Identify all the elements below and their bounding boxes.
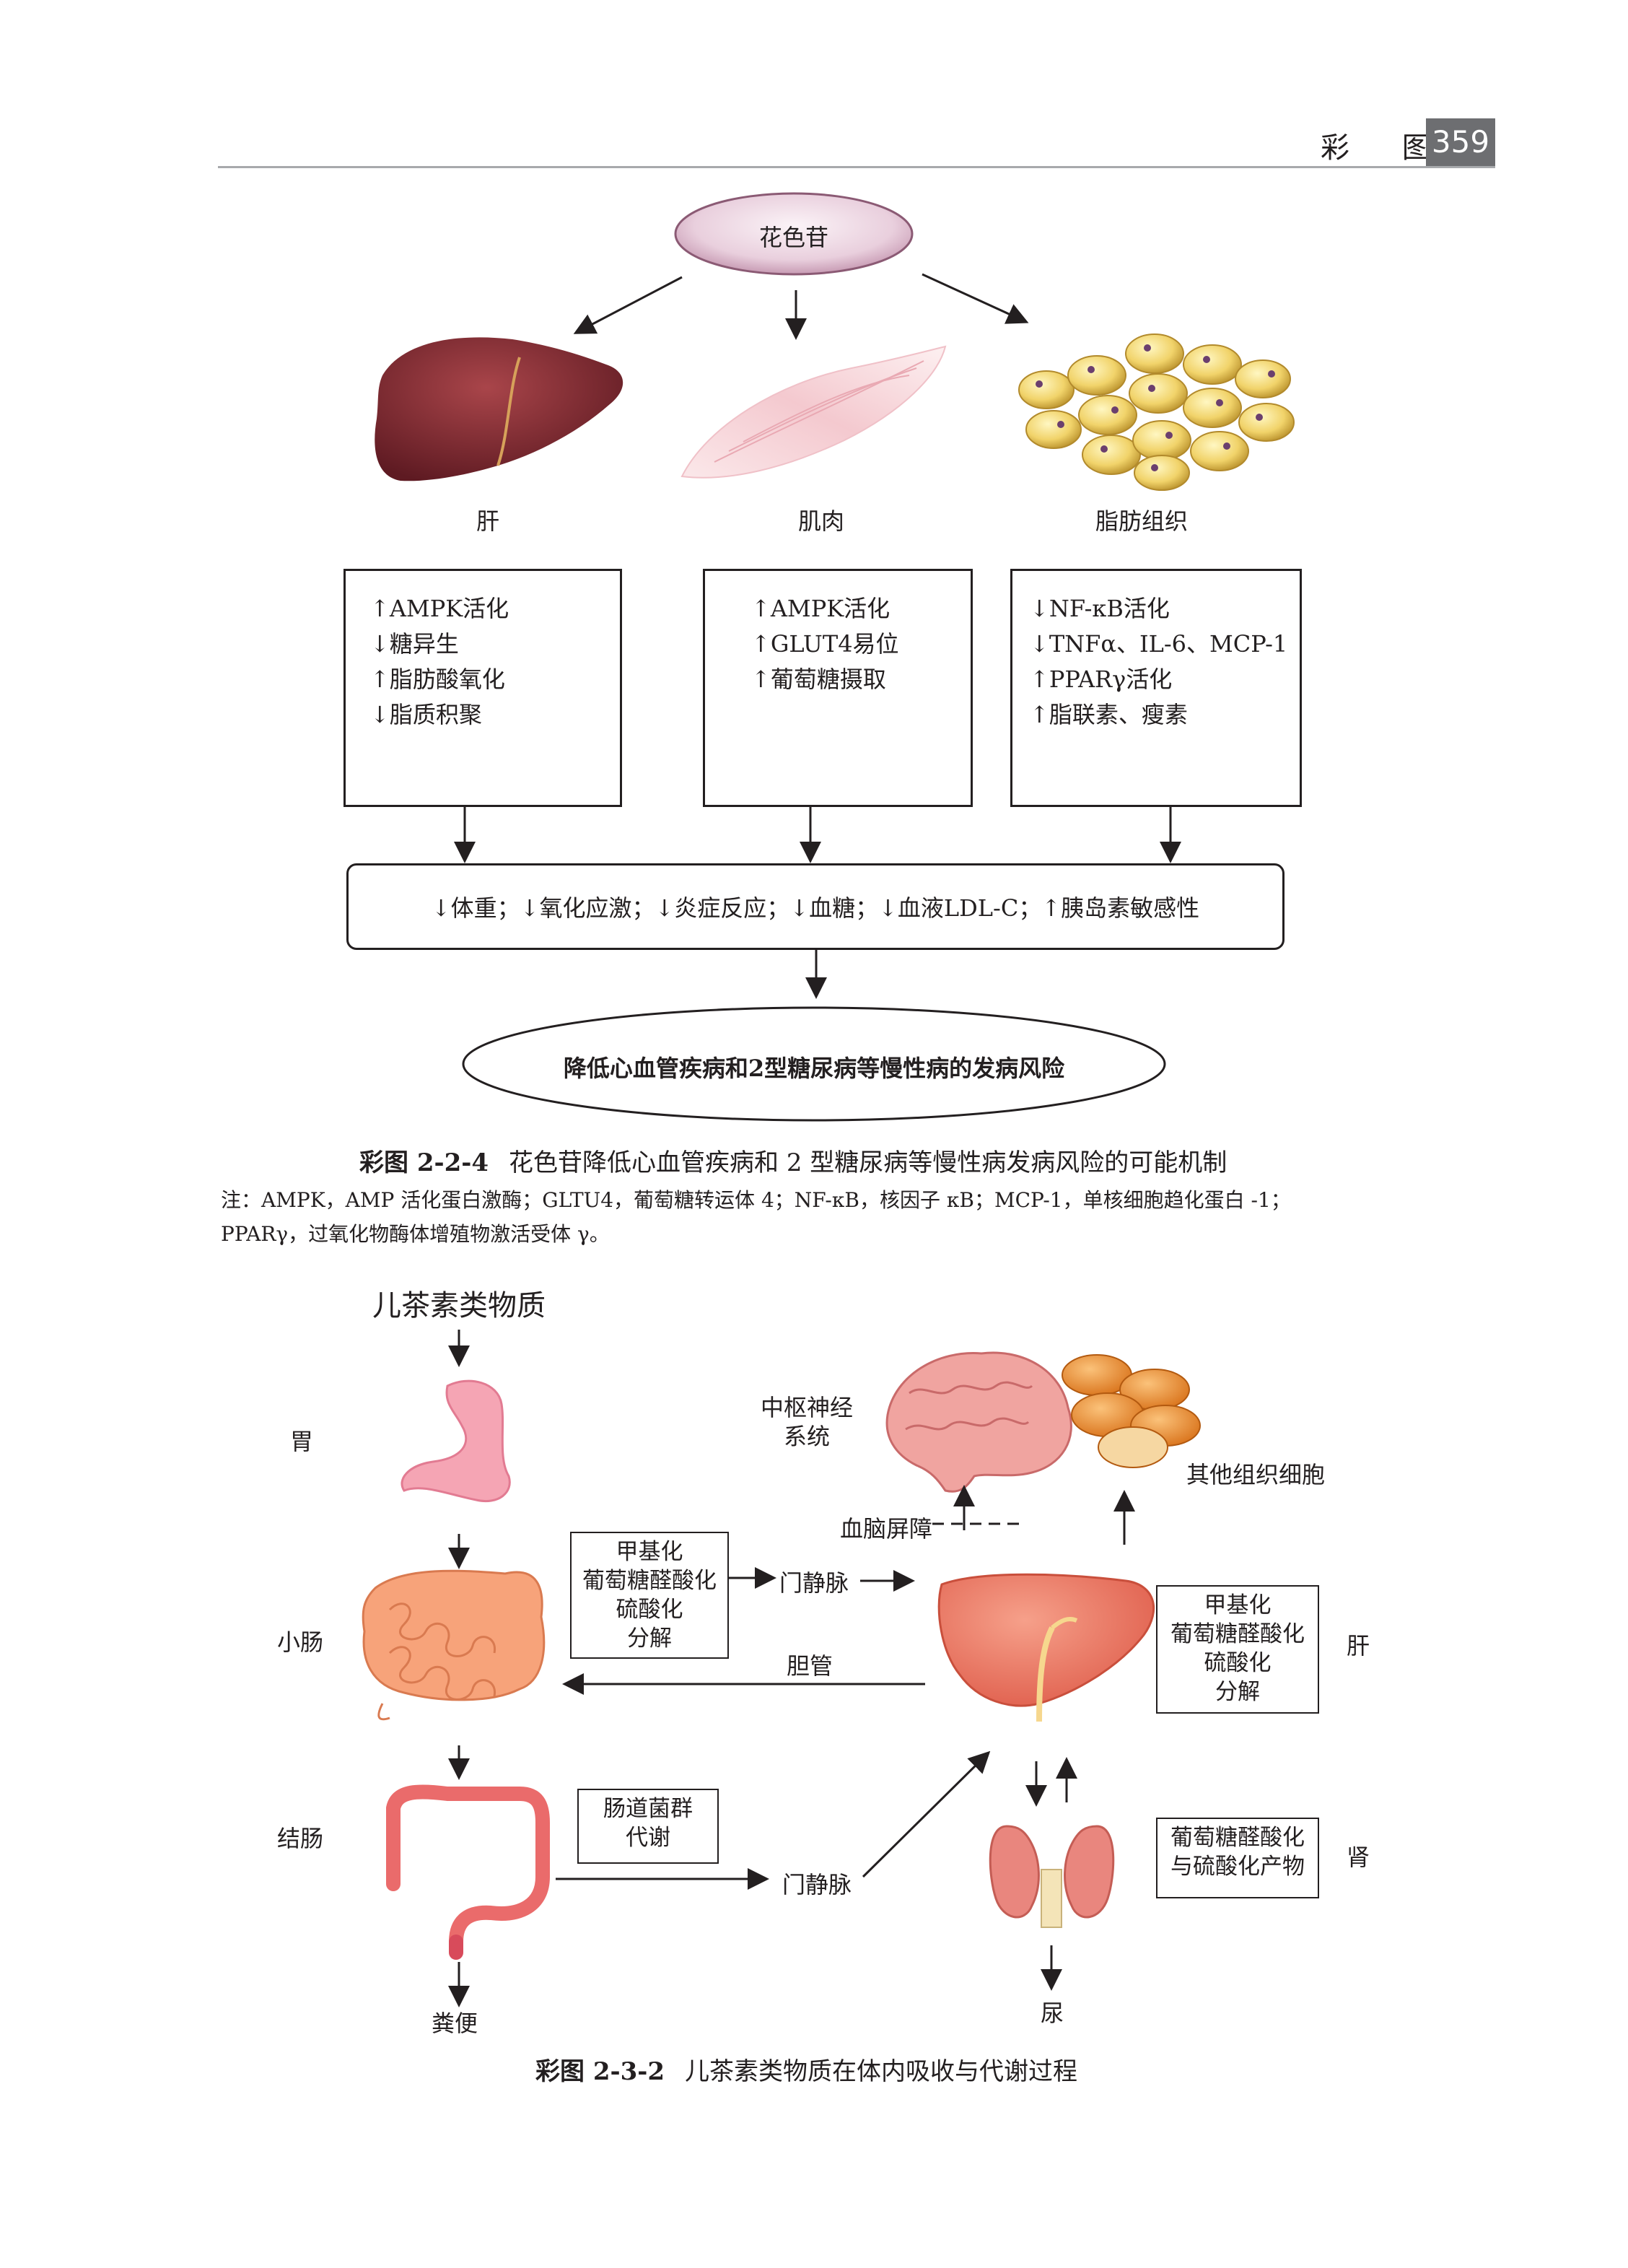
kidney-image xyxy=(990,1826,1113,1927)
label-feces: 粪便 xyxy=(432,2005,478,2038)
intestine-metabolism-line: 葡萄糖醛酸化 xyxy=(572,1566,727,1595)
kidney-products-line: 与硫酸化产物 xyxy=(1157,1852,1318,1881)
liver-image xyxy=(375,337,623,481)
liver-mechanism-line: ↑AMPK活化 xyxy=(370,591,620,627)
gut-flora-box: 肠道菌群 代谢 xyxy=(577,1789,719,1864)
liver-metabolism-line: 分解 xyxy=(1157,1678,1318,1706)
label-kidney: 肾 xyxy=(1347,1839,1370,1872)
liver-mechanism-line: ↑脂肪酸氧化 xyxy=(370,662,620,697)
label-bbb: 血脑屏障 xyxy=(840,1511,932,1544)
label-urine: 尿 xyxy=(1041,1995,1064,2028)
adipose-mechanism-box: ↓NF-κB活化 ↓TNFα、IL-6、MCP-1 ↑PPARγ活化 ↑脂联素、… xyxy=(1010,569,1302,807)
liver-mechanism-line: ↓糖异生 xyxy=(370,627,620,662)
label-cns-line: 系统 xyxy=(761,1422,853,1451)
outcome-label: 降低心血管疾病和2型糖尿病等慢性病的发病风险 xyxy=(564,1050,1064,1083)
liver-metabolism-box: 甲基化 葡萄糖醛酸化 硫酸化 分解 xyxy=(1156,1585,1319,1714)
adipose-mechanism-line: ↑脂联素、瘦素 xyxy=(1030,697,1300,733)
brain-image xyxy=(887,1353,1071,1491)
figure1-note-line1: 注：AMPK，AMP 活化蛋白激酶；GLTU4，葡萄糖转运体 4；NF-κB，核… xyxy=(221,1185,1291,1213)
kidney-products-line: 葡萄糖醛酸化 xyxy=(1157,1823,1318,1852)
label-cns-line: 中枢神经 xyxy=(761,1393,853,1422)
label-small-intestine: 小肠 xyxy=(277,1624,323,1657)
liver-fig2-image xyxy=(939,1574,1153,1722)
kidney-products-box: 葡萄糖醛酸化 与硫酸化产物 xyxy=(1156,1818,1319,1898)
intestine-metabolism-box: 甲基化 葡萄糖醛酸化 硫酸化 分解 xyxy=(570,1532,729,1659)
stomach-image xyxy=(402,1381,509,1501)
muscle-mechanism-line: ↑GLUT4易位 xyxy=(751,627,971,662)
adipose-mechanism-line: ↓TNFα、IL-6、MCP-1 xyxy=(1030,627,1300,662)
muscle-mechanism-line: ↑AMPK活化 xyxy=(751,591,971,627)
adipose-image xyxy=(1019,334,1294,490)
liver-metabolism-line: 硫酸化 xyxy=(1157,1649,1318,1678)
figure2-caption-id: 彩图 2-3-2 xyxy=(535,2057,665,2086)
organ-label-muscle: 肌肉 xyxy=(798,503,844,536)
muscle-mechanism-line: ↑葡萄糖摄取 xyxy=(751,662,971,697)
muscle-image xyxy=(682,346,945,478)
muscle-mechanism-box: ↑AMPK活化 ↑GLUT4易位 ↑葡萄糖摄取 xyxy=(703,569,973,807)
label-other-cells: 其他组织细胞 xyxy=(1186,1457,1325,1490)
other-cells-image xyxy=(1062,1355,1200,1467)
figure2-title: 儿茶素类物质 xyxy=(372,1282,546,1324)
figure1-note-line2: PPARγ，过氧化物酶体增殖物激活受体 γ。 xyxy=(221,1218,610,1247)
intestine-metabolism-line: 硫酸化 xyxy=(572,1595,727,1624)
liver-metabolism-line: 甲基化 xyxy=(1157,1591,1318,1620)
organ-label-adipose: 脂肪组织 xyxy=(1095,503,1188,536)
small-intestine-image xyxy=(363,1571,544,1719)
liver-mechanism-line: ↓脂质积聚 xyxy=(370,697,620,733)
label-cns: 中枢神经 系统 xyxy=(761,1393,853,1451)
label-portal-vein-2: 门静脉 xyxy=(782,1867,852,1900)
intestine-metabolism-line: 甲基化 xyxy=(572,1538,727,1566)
intestine-metabolism-line: 分解 xyxy=(572,1624,727,1653)
liver-mechanism-box: ↑AMPK活化 ↓糖异生 ↑脂肪酸氧化 ↓脂质积聚 xyxy=(343,569,622,807)
source-label: 花色苷 xyxy=(759,219,828,253)
effects-box: ↓体重；↓氧化应激；↓炎症反应；↓血糖；↓血液LDL-C；↑胰岛素敏感性 xyxy=(346,863,1285,950)
liver-metabolism-line: 葡萄糖醛酸化 xyxy=(1157,1620,1318,1649)
label-stomach: 胃 xyxy=(290,1423,313,1457)
figure1-caption: 彩图 2-2-4 花色苷降低心血管疾病和 2 型糖尿病等慢性病发病风险的可能机制 xyxy=(359,1143,1227,1178)
label-colon: 结肠 xyxy=(277,1820,323,1854)
label-portal-vein-1: 门静脉 xyxy=(779,1565,849,1598)
adipose-mechanism-line: ↑PPARγ活化 xyxy=(1030,662,1300,697)
label-bile-duct: 胆管 xyxy=(787,1648,833,1681)
colon-image xyxy=(393,1792,543,1953)
label-liver: 肝 xyxy=(1347,1628,1370,1661)
figure2-caption: 彩图 2-3-2 儿茶素类物质在体内吸收与代谢过程 xyxy=(535,2051,1077,2087)
figure2-caption-text: 儿茶素类物质在体内吸收与代谢过程 xyxy=(685,2057,1077,2086)
gut-flora-line: 肠道菌群 xyxy=(579,1794,717,1823)
adipose-mechanism-line: ↓NF-κB活化 xyxy=(1030,591,1300,627)
figure1-caption-id: 彩图 2-2-4 xyxy=(359,1148,489,1177)
gut-flora-line: 代谢 xyxy=(579,1823,717,1852)
figure1-caption-text: 花色苷降低心血管疾病和 2 型糖尿病等慢性病发病风险的可能机制 xyxy=(509,1148,1227,1177)
organ-label-liver: 肝 xyxy=(476,503,499,536)
